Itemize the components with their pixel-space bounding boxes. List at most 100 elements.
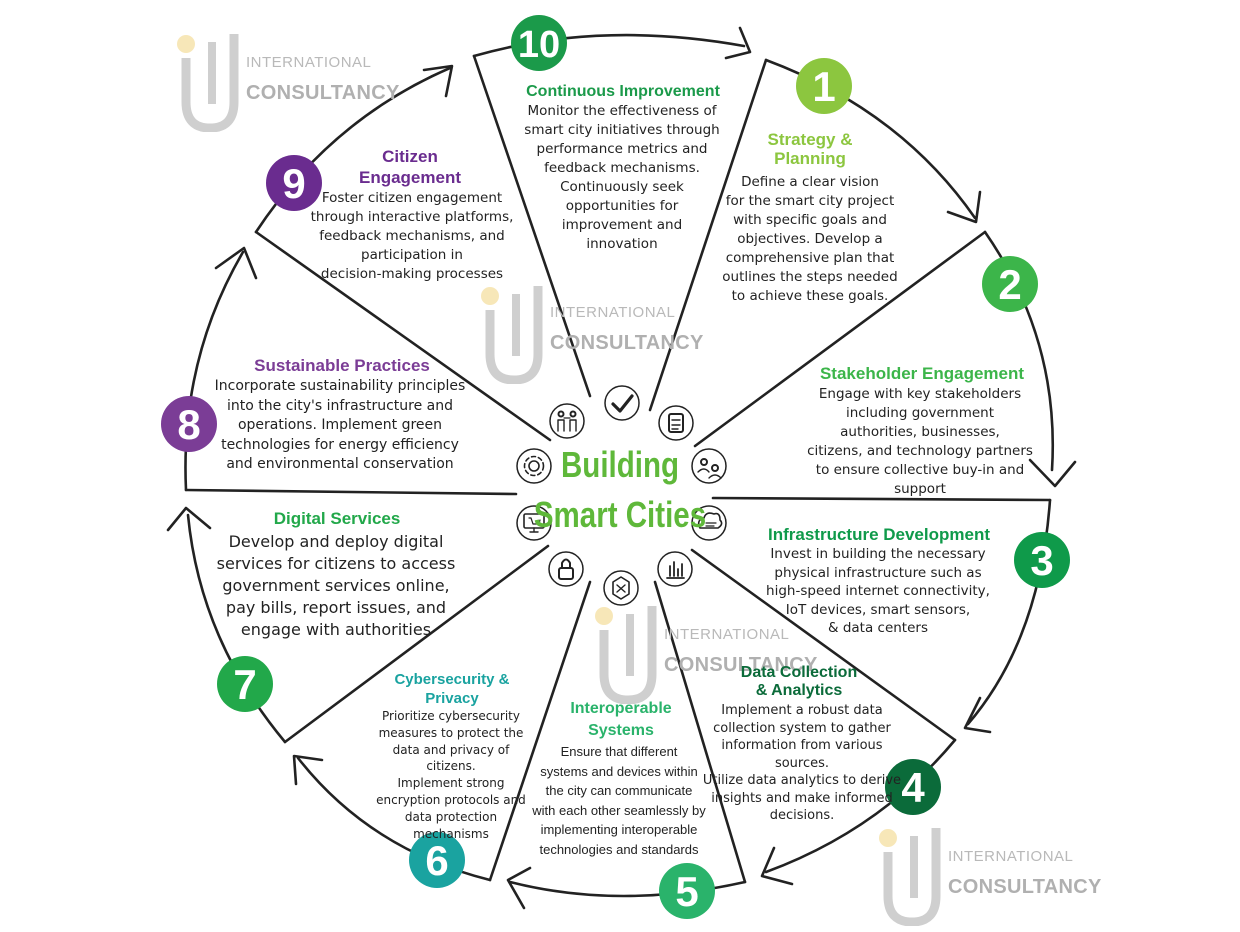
step-8-title: Sustainable Practices (230, 356, 454, 376)
step-2-line: Engage with key stakeholders (818, 386, 1022, 402)
watermark-line1: INTERNATIONAL (246, 54, 372, 71)
gear-cycle-icon (516, 448, 552, 484)
step-badge-6 (409, 832, 465, 888)
arrowhead (946, 190, 982, 224)
step-1-title-line1: Strategy & (767, 130, 853, 149)
watermark-line2: CONSULTANCY (664, 654, 818, 676)
step-3-title: Infrastructure Development (746, 525, 1012, 545)
step-9-line: decision-making processes (320, 266, 504, 282)
step-badge-3 (1014, 532, 1070, 588)
step-6-line: measures to protect the (378, 725, 524, 740)
step-4-line: Utilize data analytics to derive (702, 773, 902, 788)
id-logo-icon (595, 606, 657, 704)
id-logo-icon (879, 828, 941, 926)
arrowhead (963, 696, 992, 734)
step-9-title-line1: Citizen (382, 147, 438, 166)
step-4-title-line1: Data Collection (740, 664, 858, 681)
step-number-9: 9 (282, 160, 305, 207)
step-1-line: Define a clear vision (741, 174, 879, 190)
step-4-line: decisions. (769, 808, 835, 823)
step-7-line: Develop and deploy digital (228, 532, 444, 551)
step-8-title-line1: Sustainable Practices (254, 356, 430, 375)
arrowhead (724, 26, 752, 60)
step-badge-5 (659, 863, 715, 919)
checklist-icon (658, 405, 694, 441)
step-2-line: support (894, 481, 946, 497)
step-1-line: outlines the steps needed (722, 269, 898, 285)
step-3-line: high-speed internet connectivity, (766, 583, 990, 599)
step-badge-2 (982, 256, 1038, 312)
step-10-line: Continuously seek (560, 179, 684, 195)
people-icon (549, 403, 585, 439)
step-9-title: Citizen Engagement (340, 147, 480, 187)
step-2-description: Engage with key stakeholders including g… (802, 385, 1038, 499)
step-5-line: Ensure that different (560, 744, 678, 759)
step-4-line: insights and make informed (711, 790, 893, 806)
watermark-line2: CONSULTANCY (246, 82, 400, 104)
step-7-line: services for citizens to access (216, 554, 456, 573)
step-7-line: government services online, (222, 576, 450, 595)
step-6-title-line1: Cybersecurity & (394, 671, 510, 688)
step-8-description: Incorporate sustainability principles in… (212, 377, 468, 475)
step-4-title-line2: & Analytics (755, 681, 843, 699)
step-number-5: 5 (675, 868, 698, 915)
step-7-title: Digital Services (236, 509, 438, 529)
step-badge-9 (266, 155, 322, 211)
step-6-title: Cybersecurity & Privacy (374, 671, 530, 707)
step-6-line: Implement strong (397, 776, 505, 791)
spoke (184, 488, 518, 496)
step-1-line: comprehensive plan that (725, 250, 895, 266)
step-1-title-line2: Planning (774, 148, 846, 168)
step-8-line: operations. Implement green (237, 417, 443, 434)
step-4-line: Implement a robust data (721, 703, 883, 718)
step-5-line: with each other seamlessly by (532, 802, 706, 818)
step-7-title-line1: Digital Services (273, 509, 401, 528)
spoke (283, 544, 550, 744)
arrowhead (1028, 458, 1077, 488)
spoke (653, 580, 747, 884)
step-2-title-line1: Stakeholder Engagement (819, 364, 1025, 383)
step-3-line: physical infrastructure such as (774, 564, 982, 581)
step-10-line: performance metrics and (536, 141, 708, 157)
step-3-line: & data centers (828, 620, 928, 636)
step-7-line: engage with authorities (240, 620, 432, 639)
step-1-line: for the smart city project (725, 193, 895, 209)
checkmark-icon (604, 385, 640, 421)
step-9-line: feedback mechanisms, and (319, 228, 505, 244)
step-number-7: 7 (233, 661, 256, 708)
arc-4-5 (764, 738, 957, 874)
arc-9-10 (254, 66, 452, 234)
step-1-line: to achieve these goals. (731, 288, 889, 304)
step-number-8: 8 (177, 401, 200, 448)
step-8-line: and environmental conservation (226, 456, 454, 473)
step-5-line: systems and devices within (540, 763, 698, 779)
step-5-title: Interoperable Systems (546, 700, 696, 739)
spoke (648, 58, 768, 412)
step-5-title-line2: Systems (588, 721, 654, 739)
step-6-line: mechanisms (413, 826, 489, 841)
step-10-title-line1: Continuous Improvement (526, 83, 720, 100)
step-2-line: to ensure collective buy-in and (815, 462, 1025, 478)
step-10-line: innovation (586, 236, 658, 252)
arrowhead (214, 246, 258, 280)
step-9-line: Foster citizen engagement (321, 190, 503, 206)
step-5-description: Ensure that different systems and device… (526, 742, 712, 859)
step-3-line: IoT devices, smart sensors, (785, 601, 971, 618)
arc-7-8 (186, 513, 287, 744)
step-1-line: with specific goals and (733, 212, 887, 228)
spoke (254, 230, 552, 442)
step-1-title: Strategy & Planning (718, 130, 902, 168)
step-1-description: Define a clear vision for the smart city… (712, 173, 908, 306)
step-badge-8 (161, 396, 217, 452)
step-2-line: citizens, and technology partners (807, 443, 1033, 459)
step-number-1: 1 (812, 63, 835, 110)
step-10-line: opportunities for (565, 198, 679, 214)
step-10-title: Continuous Improvement (508, 83, 738, 101)
step-badge-4 (885, 759, 941, 815)
step-8-line: into the city's infrastructure and (227, 397, 453, 414)
step-10-line: smart city initiatives through (524, 122, 720, 138)
step-7-line: pay bills, report issues, and (225, 598, 447, 617)
